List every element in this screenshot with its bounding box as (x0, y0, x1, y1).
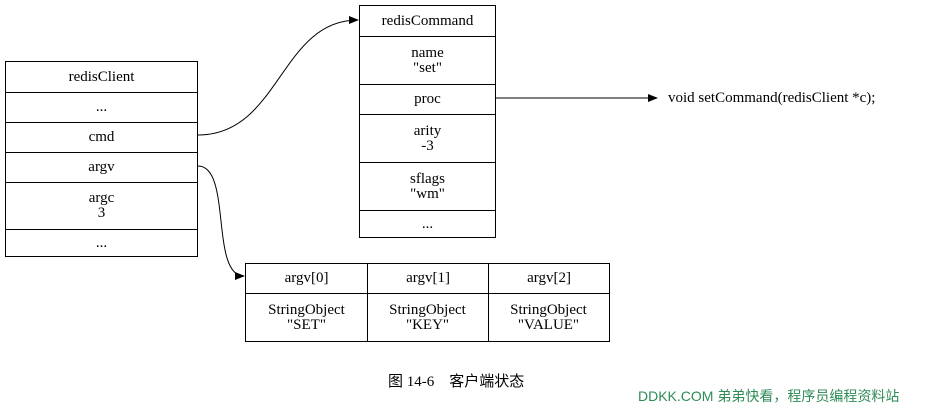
cmd-to-command-arrow (197, 16, 359, 136)
redis-client-field-ellipsis-top: ... (6, 92, 197, 122)
argv-array: argv[0] argv[1] argv[2] StringObject "SE… (245, 263, 610, 342)
value-type: StringObject (268, 301, 345, 318)
redis-command-field-proc: proc (360, 84, 495, 114)
argv-0-header: argv[0] (246, 264, 367, 293)
field-text: ... (95, 235, 108, 251)
redis-command-field-sflags: sflags "wm" (360, 162, 495, 210)
field-text: ... (95, 99, 108, 115)
redis-command-field-ellipsis: ... (360, 210, 495, 237)
header-text: argv[1] (406, 270, 450, 286)
argv-2-value: StringObject "VALUE" (488, 294, 609, 341)
redis-command-field-arity: arity -3 (360, 114, 495, 162)
proc-target-function: void setCommand(redisClient *c); (668, 90, 876, 106)
redis-client-title: redisClient (6, 62, 197, 92)
field-value: 3 (97, 205, 106, 221)
field-text: ... (421, 215, 434, 232)
header-text: argv[2] (527, 270, 571, 286)
field-text: argv (88, 159, 115, 175)
redis-command-title-text: redisCommand (381, 12, 474, 29)
argv-to-array-arrow (197, 165, 245, 280)
header-text: argv[0] (284, 270, 329, 286)
argv-divider (246, 293, 609, 294)
argv-1-value: StringObject "KEY" (367, 294, 488, 341)
value-type: StringObject (389, 301, 466, 318)
redis-client-struct: redisClient ... cmd argv argc 3 ... (5, 61, 198, 257)
argv-1-header: argv[1] (367, 264, 488, 293)
redis-client-field-argc: argc 3 (6, 182, 197, 229)
redis-client-field-argv: argv (6, 152, 197, 182)
field-value: "set" (413, 59, 442, 76)
redis-command-field-name: name "set" (360, 36, 495, 84)
field-text: name (411, 44, 444, 61)
field-text: argc (88, 190, 115, 206)
site-watermark[interactable]: DDKK.COM 弟弟快看，程序员编程资料站 (638, 388, 900, 404)
argv-2-header: argv[2] (488, 264, 609, 293)
argv-0-value: StringObject "SET" (246, 294, 367, 341)
argv-header-row: argv[0] argv[1] argv[2] (246, 264, 609, 293)
figure-caption: 图 14-6 客户端状态 (388, 374, 525, 390)
field-text: arity (413, 122, 442, 139)
argv-col-sep-1 (367, 294, 368, 341)
value-text: "KEY" (405, 316, 450, 333)
field-value: -3 (421, 137, 434, 154)
field-text: proc (414, 91, 441, 107)
value-text: "SET" (287, 316, 326, 333)
redis-command-struct: redisCommand name "set" proc arity -3 sf… (359, 5, 496, 238)
redis-client-title-text: redisClient (68, 68, 135, 85)
value-text: "VALUE" (517, 316, 580, 333)
redis-command-title: redisCommand (360, 6, 495, 36)
value-type: StringObject (510, 301, 587, 318)
redis-client-field-cmd: cmd (6, 122, 197, 152)
field-value: "wm" (410, 185, 445, 202)
redis-client-field-ellipsis-bottom: ... (6, 229, 197, 257)
argv-col-sep-2 (488, 294, 489, 341)
field-text: sflags (410, 170, 445, 187)
field-text: cmd (88, 129, 115, 145)
argv-value-row: StringObject "SET" StringObject "KEY" St… (246, 294, 609, 341)
